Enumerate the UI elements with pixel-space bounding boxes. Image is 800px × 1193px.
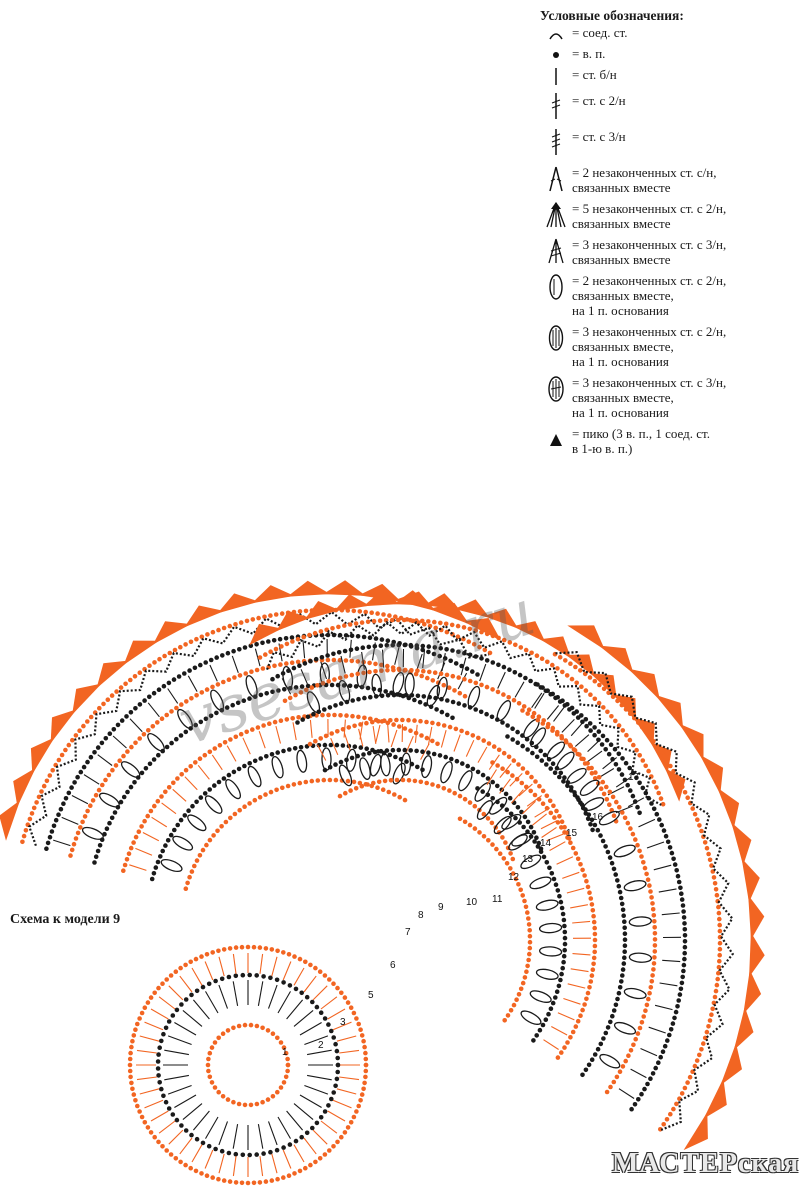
legend-item: = 2 незаконченных ст. с 2/н, связанных в… (540, 273, 798, 318)
row-number: 17 (628, 772, 640, 783)
legend-item-text: = 2 незаконченных ст. с 2/н, связанных в… (572, 273, 727, 318)
dtr2-cluster-icon (544, 273, 568, 303)
fan-lower-right (457, 625, 765, 1151)
legend-item: = ст. с 3/н (540, 129, 798, 159)
legend-item: = 3 незаконченных ст. с 3/н, связанных в… (540, 375, 798, 420)
slip-stitch-icon (544, 25, 568, 55)
row-number: 16 (592, 812, 604, 823)
legend-item-text: = 3 незаконченных ст. с 3/н, связанных в… (572, 375, 727, 420)
row-number: 12 (508, 872, 520, 883)
double-treble-icon (544, 93, 568, 123)
legend-item: = в. п. (540, 46, 798, 61)
legend-item: = 2 незаконченных ст. с/н, связанных вме… (540, 165, 798, 195)
single-crochet-icon (544, 67, 568, 97)
legend: Условные обозначения: = соед. ст. = в. п.… (540, 8, 798, 462)
legend-item: = ст. б/н (540, 67, 798, 87)
row-number: 15 (566, 828, 578, 839)
row-number: 8 (418, 910, 424, 921)
row-number: 5 (368, 990, 374, 1001)
row-number: 3 (340, 1017, 346, 1028)
fan-upper-right (249, 590, 686, 862)
legend-item-text: = ст. с 2/н (572, 93, 626, 108)
legend-item-text: = 3 незаконченных ст. с 2/н, связанных в… (572, 324, 727, 369)
legend-item: = пико (3 в. п., 1 соед. ст. в 1-ю в. п.… (540, 426, 798, 456)
legend-item-text: = ст. б/н (572, 67, 617, 82)
chart-caption: Схема к модели 9 (10, 912, 121, 927)
legend-item: = ст. с 2/н (540, 93, 798, 123)
chain-icon (544, 46, 568, 76)
legend-item: = 3 незаконченных ст. с 2/н, связанных в… (540, 324, 798, 369)
row-number: 2 (318, 1040, 324, 1051)
dc2tog-icon (544, 165, 568, 195)
row-number: 13 (522, 854, 534, 865)
dtr5tog-icon (544, 201, 568, 231)
row-number: 9 (438, 902, 444, 913)
legend-item-text: = соед. ст. (572, 25, 628, 40)
row-number: 14 (540, 838, 552, 849)
trtr3-cluster-icon (544, 375, 568, 405)
row-number: 10 (466, 897, 478, 908)
row-number: 1 (282, 1047, 288, 1058)
trtr3tog-icon (544, 237, 568, 267)
legend-item-text: = 3 незаконченных ст. с 3/н, связанных в… (572, 237, 727, 267)
publisher-watermark: МАСТЕРская (612, 1148, 800, 1179)
legend-item-text: = ст. с 3/н (572, 129, 626, 144)
legend-item: = соед. ст. (540, 25, 798, 40)
legend-item-text: = пико (3 в. п., 1 соед. ст. в 1-ю в. п.… (572, 426, 710, 456)
legend-item: = 3 незаконченных ст. с 3/н, связанных в… (540, 237, 798, 267)
row-number: 11 (492, 894, 503, 905)
center-medallion (127, 944, 369, 1186)
legend-item-text: = 2 незаконченных ст. с/н, связанных вме… (572, 165, 717, 195)
triple-treble-icon (544, 129, 568, 159)
legend-item-text: = в. п. (572, 46, 606, 61)
row-number: 7 (405, 927, 411, 938)
legend-item: = 5 незаконченных ст. с 2/н, связанных в… (540, 201, 798, 231)
legend-item-text: = 5 незаконченных ст. с 2/н, связанных в… (572, 201, 727, 231)
dtr3-cluster-icon (544, 324, 568, 354)
legend-title: Условные обозначения: (540, 8, 684, 23)
picot-icon (544, 426, 568, 456)
row-number: 6 (390, 960, 396, 971)
